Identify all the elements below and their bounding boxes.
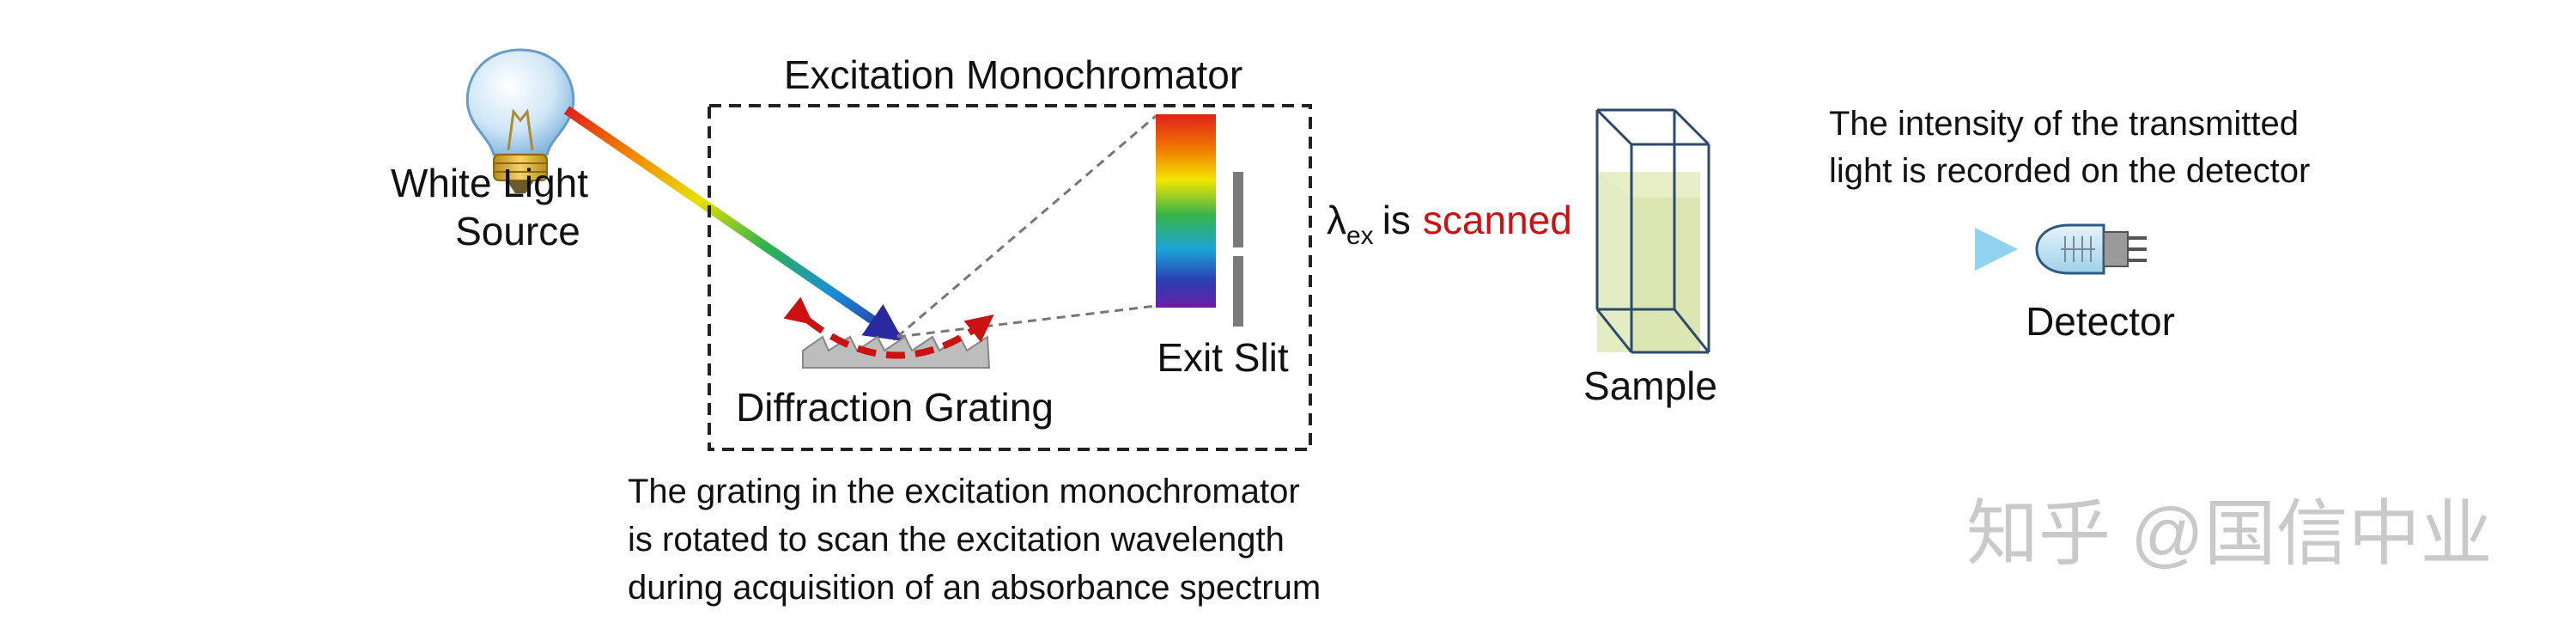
detector-note-line2: light is recorded on the detector xyxy=(1829,152,2310,190)
source-label-line2: Source xyxy=(455,209,580,253)
monochromator-box xyxy=(708,104,1312,451)
lambda-symbol: λ xyxy=(1327,198,1346,242)
rotation-arrow xyxy=(783,296,994,359)
detector-icon xyxy=(2035,223,2147,275)
sample-cuvette xyxy=(1595,108,1710,354)
spectrum-bar xyxy=(1156,114,1216,308)
watermark: 知乎 @国信中业 xyxy=(1966,493,2493,574)
exit-slit-upper xyxy=(1233,172,1243,247)
scanned-word: scanned xyxy=(1423,198,1572,242)
dispersion-line-top xyxy=(896,114,1157,339)
detector-label: Detector xyxy=(2026,299,2175,344)
grating-label: Diffraction Grating xyxy=(736,385,1054,430)
sample-label: Sample xyxy=(1583,363,1717,408)
grating-note-line3: during acquisition of an absorbance spec… xyxy=(628,569,1321,607)
grating-note-line2: is rotated to scan the excitation wavele… xyxy=(628,521,1285,559)
source-label-line1: White Light xyxy=(391,161,588,205)
grating-note-line1: The grating in the excitation monochroma… xyxy=(628,473,1300,510)
white-light-beam xyxy=(563,106,904,341)
scanned-prefix: is xyxy=(1382,198,1411,242)
exit-slit-lower xyxy=(1233,256,1243,327)
detector-note-line1: The intensity of the transmitted xyxy=(1829,105,2299,143)
monochromator-title: Excitation Monochromator xyxy=(784,52,1242,97)
dispersion-line-bottom xyxy=(896,304,1157,339)
exit-slit-label: Exit Slit xyxy=(1157,335,1289,380)
lambda-subscript: ex xyxy=(1346,222,1374,250)
light-bulb-icon xyxy=(465,48,575,193)
